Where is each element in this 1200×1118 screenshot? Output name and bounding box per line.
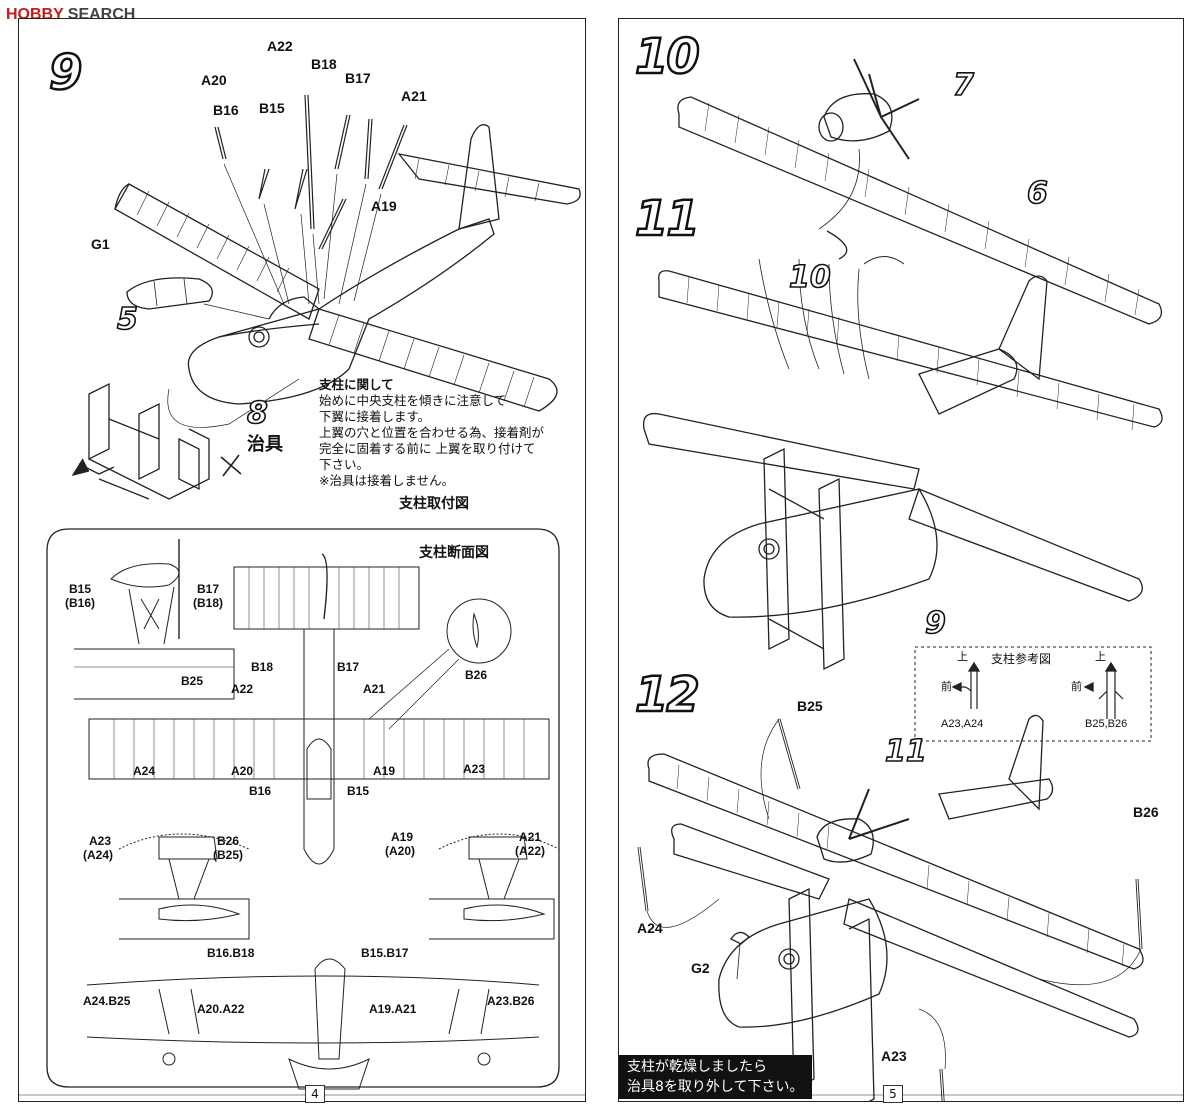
strut-reference-up-left: 上 xyxy=(957,650,968,663)
part-number-10-ref: 10 xyxy=(788,260,831,295)
detail-label-A19: A19 xyxy=(391,830,414,844)
callout-A22: A22 xyxy=(267,38,293,54)
strut-note-line-3: 上翼の穴と位置を合わせる為、接着剤が xyxy=(319,425,545,440)
plan-label-B26: B26 xyxy=(465,668,488,682)
right-page-drawings xyxy=(619,58,1183,1101)
callout-G2: G2 xyxy=(691,960,710,976)
callout-B25: B25 xyxy=(797,698,823,714)
callout-B16: B16 xyxy=(213,102,239,118)
front-label-A24-B25: A24.B25 xyxy=(83,994,131,1008)
detail-label-A24: (A24) xyxy=(83,848,114,862)
instruction-page-right: 10 11 12 7 6 10 9 11 支柱参考図 上 前 上 前 A23,A… xyxy=(618,18,1184,1103)
part-number-6: 6 xyxy=(1026,176,1048,211)
plan-label-A24: A24 xyxy=(133,764,156,778)
strut-guide-title: 支柱取付図 xyxy=(393,495,475,513)
front-label-A19-A21: A19.A21 xyxy=(369,1002,417,1016)
detail-label-A21: A21 xyxy=(519,830,542,844)
callout-B17: B17 xyxy=(345,70,371,86)
instruction-page-left: 9 A22 B18 A20 B17 A21 B16 B15 A19 G1 5 8… xyxy=(18,18,586,1103)
callout-G1: G1 xyxy=(91,236,110,252)
part-number-7: 7 xyxy=(952,68,974,103)
plan-label-A19: A19 xyxy=(373,764,396,778)
plan-label-A20: A20 xyxy=(231,764,254,778)
callout-A23: A23 xyxy=(881,1048,907,1064)
strut-reference-left-parts: A23,A24 xyxy=(941,718,984,730)
step-number-11: 11 xyxy=(634,191,701,247)
part-number-11-ref: 11 xyxy=(884,734,927,769)
strut-reference-box xyxy=(914,646,1152,742)
front-label-B16-B18: B16.B18 xyxy=(207,946,255,960)
detail-label-A20: (A20) xyxy=(385,844,416,858)
strut-guide-box xyxy=(46,528,560,1088)
strut-note: 支柱に関して 始めに中央支柱を傾きに注意して 下翼に接着します。 上翼の穴と位置… xyxy=(319,377,544,489)
part-number-9-ref: 9 xyxy=(924,606,946,641)
no-glue-icon xyxy=(220,454,242,477)
callout-A19: A19 xyxy=(371,198,397,214)
detail-label-B25: (B25) xyxy=(213,848,244,862)
callout-A20: A20 xyxy=(201,72,227,88)
plan-label-B18: B18 xyxy=(251,660,274,674)
strut-reference-front-right: 前 xyxy=(1071,680,1082,693)
plan-label-B16: B16 xyxy=(249,784,272,798)
label-top-B18: (B18) xyxy=(193,596,224,610)
callout-A24: A24 xyxy=(637,920,663,936)
detail-label-B26: B26 xyxy=(217,834,240,848)
detail-label-A22: (A22) xyxy=(515,844,546,858)
step10-upper-wing-drawing xyxy=(677,58,1163,325)
bottom-note-line-2: 治具8を取り外して下さい。 xyxy=(627,1079,804,1095)
callout-B15: B15 xyxy=(259,100,285,116)
strut-reference-title: 支柱参考図 xyxy=(991,652,1052,666)
plan-label-B17: B17 xyxy=(337,660,360,674)
page-number-left: 4 xyxy=(305,1085,325,1103)
label-top-B17: B17 xyxy=(197,582,220,596)
part-number-5: 5 xyxy=(116,302,138,337)
step12-aircraft-drawing xyxy=(637,714,1144,1101)
callout-B18: B18 xyxy=(311,56,337,72)
strut-note-line-2: 下翼に接着します。 xyxy=(319,409,431,424)
strut-note-line-4: 完全に固着する前に 上翼を取り付けて xyxy=(319,441,536,456)
step11-aircraft-drawing xyxy=(642,256,1163,671)
jig-drawing xyxy=(71,382,210,500)
strut-section-title: 支柱断面図 xyxy=(419,545,489,561)
detail-label-A23: A23 xyxy=(89,834,112,848)
front-label-A23-B26: A23.B26 xyxy=(487,994,535,1008)
strut-reference-up-right: 上 xyxy=(1095,650,1106,663)
strut-reference-right-parts: B25,B26 xyxy=(1085,718,1128,730)
jig-label: 治具 xyxy=(247,434,283,455)
strut-reference-front-left: 前 xyxy=(941,680,952,693)
callout-A21: A21 xyxy=(401,88,427,104)
step9-aircraft-drawing xyxy=(114,94,581,428)
strut-note-line-1: 始めに中央支柱を傾きに注意して xyxy=(319,393,507,408)
plan-label-A22: A22 xyxy=(231,682,254,696)
strut-note-line-5: 下さい。 xyxy=(319,457,370,472)
bottom-note-line-1: 支柱が乾燥しましたら xyxy=(627,1059,767,1075)
front-label-B15-B17: B15.B17 xyxy=(361,946,409,960)
plan-label-A21: A21 xyxy=(363,682,386,696)
step-number-12: 12 xyxy=(634,667,701,723)
label-top-B15: B15 xyxy=(69,582,92,596)
step-number-9: 9 xyxy=(48,45,84,101)
plan-label-B15: B15 xyxy=(347,784,370,798)
strut-note-title: 支柱に関して xyxy=(319,377,394,392)
strut-note-line-6: ※治具は接着しません。 xyxy=(319,473,455,488)
step-number-10: 10 xyxy=(634,29,701,85)
left-page-drawings xyxy=(19,94,585,1096)
bottom-note: 支柱が乾燥しましたら 治具8を取り外して下さい。 xyxy=(619,1055,812,1099)
part-number-8: 8 xyxy=(246,396,268,431)
callout-B26: B26 xyxy=(1133,804,1159,820)
label-top-B16: (B16) xyxy=(65,596,96,610)
page-number-right: 5 xyxy=(883,1085,903,1103)
plan-label-A23: A23 xyxy=(463,762,486,776)
front-label-A20-A22: A20.A22 xyxy=(197,1002,245,1016)
strut-guide-drawings xyxy=(74,539,560,1090)
plan-label-B25: B25 xyxy=(181,674,204,688)
